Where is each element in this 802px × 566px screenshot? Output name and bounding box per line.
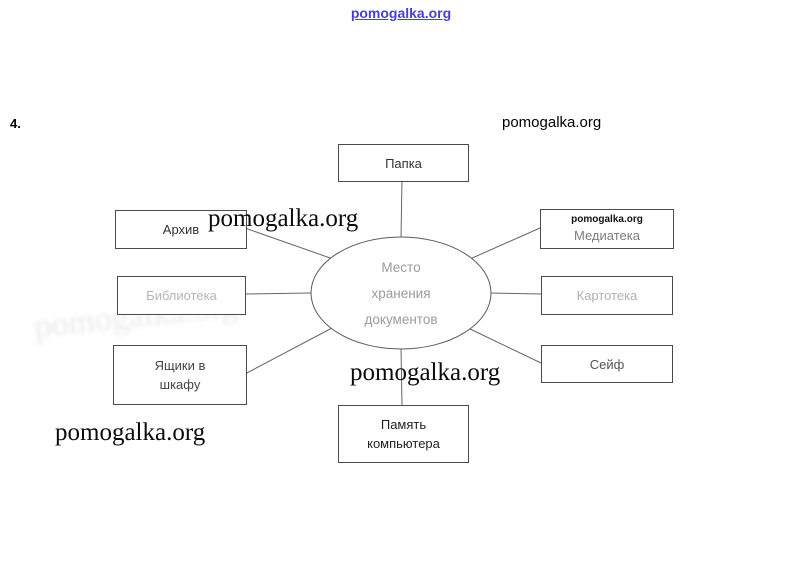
node-kartoteka: Картотека <box>541 276 673 315</box>
center-node-label: Место хранения документов <box>311 255 491 333</box>
center-label-line2: хранения <box>371 286 431 301</box>
node-seyf: Сейф <box>541 345 673 383</box>
watermark-top-link: pomogalka.org <box>350 5 452 21</box>
node-kartoteka-label: Картотека <box>576 288 638 303</box>
center-label-line3: документов <box>364 312 438 327</box>
watermark-bottom-left: pomogalka.org <box>55 419 206 446</box>
node-mediateka-label: Медиатека <box>574 227 640 243</box>
connector-papka <box>400 179 403 239</box>
center-ellipse-shape <box>310 236 492 350</box>
connector-arhiv <box>244 227 334 260</box>
node-pamyat-line1: Память <box>380 417 427 432</box>
node-arhiv-label: Архив <box>162 222 200 237</box>
node-mediateka: pomogalka.org Медиатека <box>540 209 674 249</box>
node-arhiv: Архив <box>115 210 247 249</box>
node-biblioteka: Библиотека <box>117 276 246 315</box>
node-pamyat: Память компьютера <box>338 405 469 463</box>
connector-mediateka <box>469 227 541 260</box>
watermark-mediateka: pomogalka.org <box>571 213 643 225</box>
node-yashiki-line2: шкафу <box>159 377 201 392</box>
center-label-line1: Место <box>381 260 421 275</box>
node-yashiki-line1: Ящики в <box>154 358 206 373</box>
watermark-upper-mid: pomogalka.org <box>208 205 359 232</box>
node-pamyat-line2: компьютера <box>367 436 440 451</box>
connector-kartoteka <box>489 292 542 295</box>
node-papka: Папка <box>338 144 469 182</box>
node-seyf-label: Сейф <box>589 356 625 372</box>
connector-biblioteka <box>243 292 313 295</box>
connector-seyf <box>467 327 542 364</box>
node-papka-label: Папка <box>385 155 422 171</box>
watermark-lower-mid: pomogalka.org <box>350 359 501 386</box>
question-number: 4. <box>10 116 21 131</box>
node-biblioteka-label: Библиотека <box>146 288 217 303</box>
connector-pamyat <box>400 347 403 406</box>
node-yashiki: Ящики в шкафу <box>113 345 247 405</box>
watermark-header: pomogalka.org <box>502 114 602 131</box>
connector-yashiki <box>244 327 333 375</box>
